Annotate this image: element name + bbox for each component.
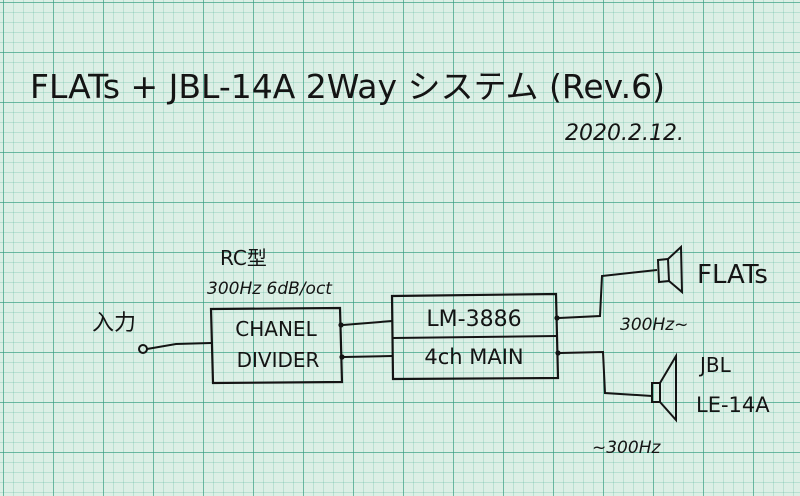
jbl-speaker-magnet: [651, 382, 661, 403]
jbl-wire: [559, 350, 653, 397]
jbl-speaker-cone: [659, 352, 677, 423]
flats-speaker-cone: [667, 244, 684, 295]
jbl-speaker-name-1: JBL: [698, 353, 732, 377]
divider-output-low-node: [339, 354, 345, 360]
amp-output-high-node: [554, 315, 560, 321]
jbl-speaker-range: ~300Hz: [592, 438, 661, 458]
amplifier-divider-line: [392, 335, 558, 339]
input-label: 入力: [92, 311, 136, 336]
high-band-wire: [342, 320, 393, 326]
channel-divider-label-1: CHANEL: [235, 317, 317, 341]
diagram-date: 2020.2.12.: [565, 121, 684, 146]
crossover-spec-note: 300Hz 6dB/oct: [207, 279, 333, 299]
crossover-type-note: RC型: [220, 246, 267, 270]
jbl-speaker-name-2: LE-14A: [696, 393, 770, 417]
channel-divider-block: [209, 306, 344, 385]
flats-wire: [558, 269, 658, 319]
input-terminal: [138, 344, 148, 354]
amplifier-label-2: 4ch MAIN: [424, 345, 523, 369]
amplifier-label-1: LM-3886: [426, 307, 521, 332]
divider-output-high-node: [338, 322, 344, 328]
flats-speaker-name: FLATs: [697, 260, 768, 290]
input-wire: [146, 342, 212, 350]
flats-speaker-range: 300Hz~: [620, 315, 688, 335]
low-band-wire: [343, 355, 393, 358]
diagram-title: FLATs + JBL-14A 2Way システム (Rev.6): [30, 67, 665, 106]
channel-divider-label-2: DIVIDER: [237, 348, 320, 372]
flats-speaker-magnet: [656, 257, 671, 284]
amp-output-low-node: [555, 350, 561, 356]
amplifier-block: [390, 292, 560, 381]
